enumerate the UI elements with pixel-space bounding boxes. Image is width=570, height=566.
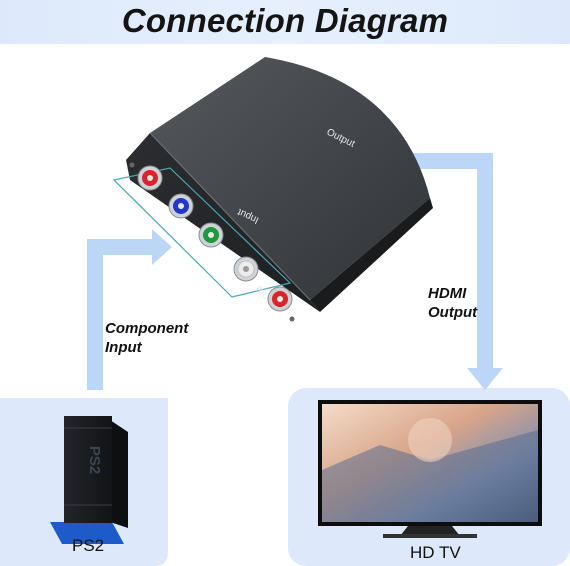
title-banner <box>0 0 570 44</box>
port-red-bottom <box>267 286 293 312</box>
port-white <box>233 256 259 282</box>
component-input-label-line2: Input <box>105 339 142 356</box>
ps2-console: PS2 <box>50 416 128 544</box>
port-green <box>198 222 224 248</box>
tv-caption: HD TV <box>410 543 461 562</box>
input-arrow <box>87 229 172 390</box>
hdmi-output-label-line2: Output <box>428 304 478 321</box>
converter-box <box>126 57 433 322</box>
port-red-top <box>137 165 163 191</box>
hdmi-output-label-line1: HDMI <box>428 285 467 302</box>
port-blue <box>168 193 194 219</box>
ps2-body-side <box>110 420 128 528</box>
screw <box>129 162 135 168</box>
output-arrow <box>388 153 503 390</box>
converter-top <box>150 57 430 300</box>
converter-edge-highlight <box>149 132 311 301</box>
tv <box>318 400 542 538</box>
converter-front <box>126 133 320 312</box>
ps2-caption: PS2 <box>72 536 105 555</box>
page-title: Connection Diagram <box>121 2 449 39</box>
tv-stand <box>400 526 460 536</box>
converter-right-face <box>310 198 433 312</box>
ps2-logo: PS2 <box>86 446 103 474</box>
ps2-stand <box>50 522 124 544</box>
screw <box>289 316 295 322</box>
component-input-label-line1: Component <box>105 320 189 337</box>
